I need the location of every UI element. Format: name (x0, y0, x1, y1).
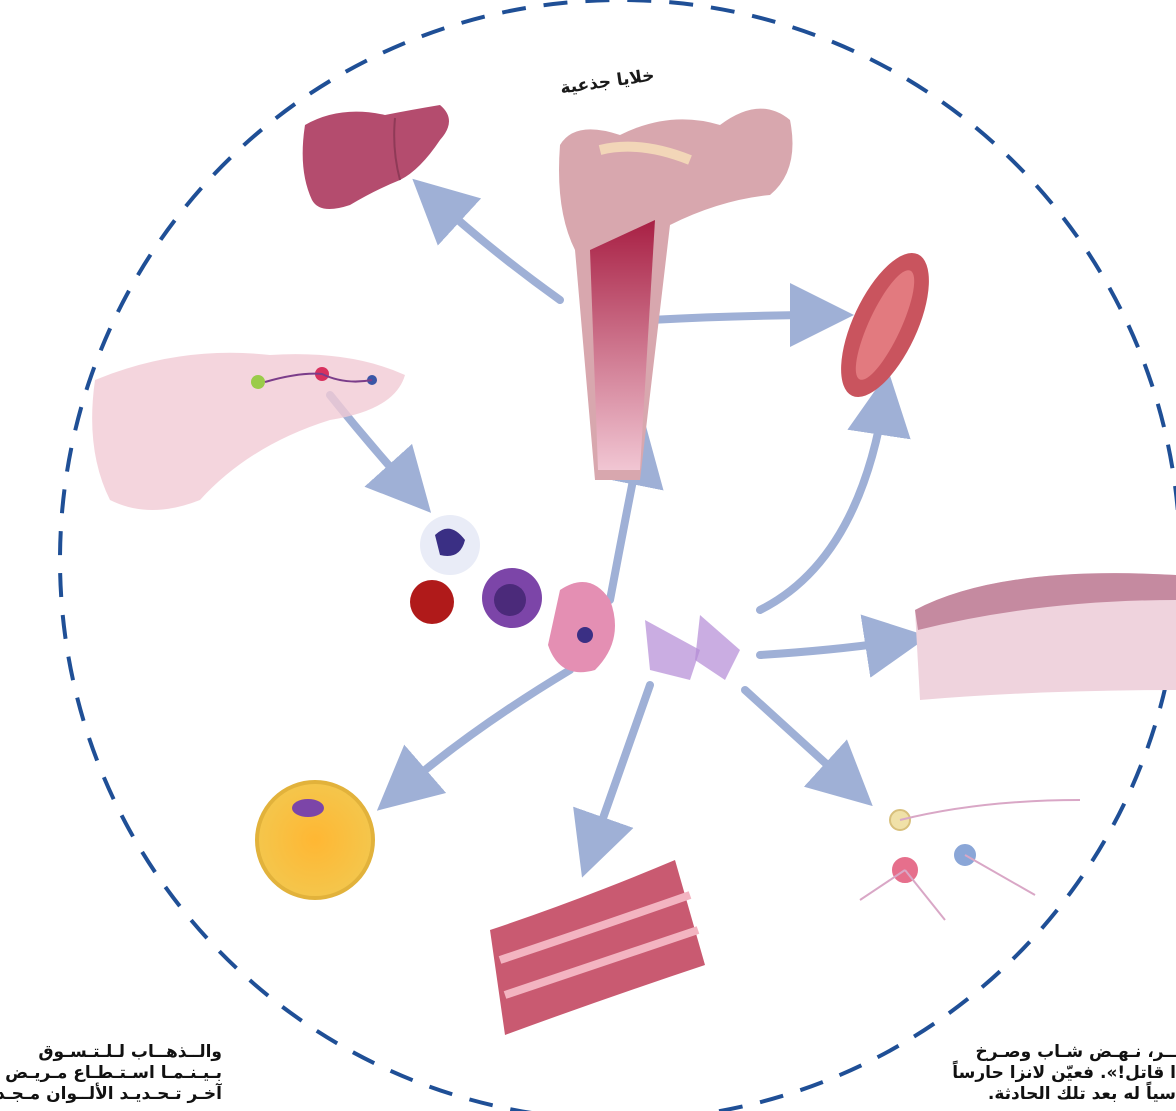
blood-cells (410, 515, 542, 628)
article-left-line: بـيـنـمـا اسـتـطـاع مـريـض (0, 1063, 222, 1084)
muscle-illustration (823, 241, 947, 409)
article-left-line: آخـر تـحـديـد الألــوان مـجـدداً. (0, 1084, 222, 1105)
arrow-to-cardiac (590, 685, 650, 855)
article-right-column: ــر، نـهـض شـاب وصـرخ ا قاتل!». فعيّن لا… (930, 1042, 1176, 1111)
article-right-line: ــر، نـهـض شـاب وصـرخ (930, 1042, 1176, 1063)
stem-cells (548, 582, 740, 680)
article-left-column: والــذهــاب لـلـتـسـوق بـيـنـمـا اسـتـطـ… (0, 1042, 222, 1111)
arrow-to-fat (395, 670, 570, 795)
neuron-illustration (860, 800, 1080, 920)
article-right-line: ا قاتل!». فعيّن لانزا حارساً (930, 1063, 1176, 1084)
cardiac-muscle-illustration (490, 860, 705, 1035)
arrow-to-muscle-up (760, 395, 885, 610)
bone-illustration (559, 109, 793, 480)
article-right-line: سياً له بعد تلك الحادثة. (930, 1084, 1176, 1105)
arrow-to-muscle (650, 315, 830, 320)
skin-illustration (915, 573, 1176, 700)
fat-cell-illustration (257, 782, 373, 898)
arrow-to-liver (430, 195, 560, 300)
arrow-to-neurons (745, 690, 855, 790)
article-left-line: والــذهــاب لـلـتـسـوق (0, 1042, 222, 1063)
arrow-to-skin (760, 640, 905, 655)
